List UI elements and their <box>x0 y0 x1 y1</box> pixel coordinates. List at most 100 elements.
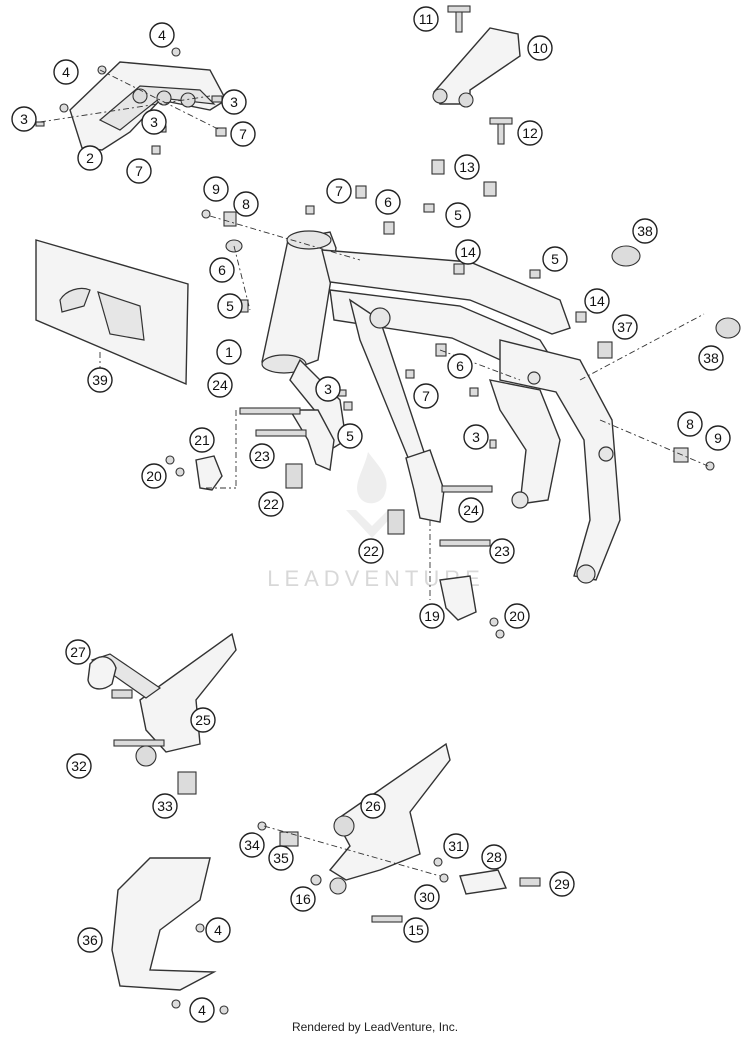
svg-text:23: 23 <box>494 543 510 559</box>
callout-29: 29 <box>549 871 575 897</box>
callout-11: 11 <box>413 6 439 32</box>
svg-text:3: 3 <box>230 94 238 110</box>
svg-text:25: 25 <box>195 712 211 728</box>
callout-15: 15 <box>403 917 429 943</box>
svg-text:38: 38 <box>703 350 719 366</box>
callout-24: 24 <box>458 497 484 523</box>
callout-21: 21 <box>189 427 215 453</box>
svg-text:9: 9 <box>212 181 220 197</box>
svg-text:30: 30 <box>419 889 435 905</box>
callout-9: 9 <box>705 425 731 451</box>
callout-6: 6 <box>447 353 473 379</box>
svg-text:37: 37 <box>617 319 633 335</box>
svg-text:22: 22 <box>263 496 279 512</box>
callout-13: 13 <box>454 154 480 180</box>
svg-text:36: 36 <box>82 932 98 948</box>
rear-bracket[interactable] <box>69 61 227 151</box>
callout-4: 4 <box>205 917 231 943</box>
svg-text:7: 7 <box>335 183 343 199</box>
sticker-sheet[interactable] <box>35 239 189 386</box>
callout-5: 5 <box>445 202 471 228</box>
callout-22: 22 <box>358 538 384 564</box>
callout-39: 39 <box>87 367 113 393</box>
callout-12: 12 <box>517 120 543 146</box>
svg-text:2: 2 <box>86 150 94 166</box>
svg-text:8: 8 <box>242 196 250 212</box>
svg-text:11: 11 <box>419 11 434 27</box>
svg-text:7: 7 <box>135 163 143 179</box>
svg-text:32: 32 <box>71 758 87 774</box>
svg-text:35: 35 <box>273 850 289 866</box>
callout-23: 23 <box>249 443 275 469</box>
callout-7: 7 <box>413 383 439 409</box>
callout-16: 16 <box>290 886 316 912</box>
svg-text:14: 14 <box>460 244 476 260</box>
svg-text:7: 7 <box>422 388 430 404</box>
svg-text:31: 31 <box>448 838 464 854</box>
svg-text:7: 7 <box>239 126 247 142</box>
svg-text:15: 15 <box>408 922 424 938</box>
callout-34: 34 <box>239 832 265 858</box>
svg-text:16: 16 <box>295 891 311 907</box>
callout-28: 28 <box>481 844 507 870</box>
svg-text:23: 23 <box>254 448 270 464</box>
svg-text:5: 5 <box>454 207 462 223</box>
heel-guard[interactable] <box>111 857 229 1015</box>
svg-text:12: 12 <box>522 125 538 141</box>
callout-20: 20 <box>504 603 530 629</box>
footer-credit: Rendered by LeadVenture, Inc. <box>291 1020 459 1034</box>
callout-24: 24 <box>207 372 233 398</box>
svg-text:24: 24 <box>463 502 479 518</box>
right-footrest-hanger[interactable] <box>387 449 505 639</box>
callout-6: 6 <box>209 257 235 283</box>
callout-4: 4 <box>149 22 175 48</box>
callout-35: 35 <box>268 845 294 871</box>
svg-text:34: 34 <box>244 837 260 853</box>
svg-text:5: 5 <box>346 428 354 444</box>
left-rider-footrest[interactable] <box>87 632 237 795</box>
callout-14: 14 <box>584 288 610 314</box>
callout-30: 30 <box>414 884 440 910</box>
callout-22: 22 <box>258 491 284 517</box>
callout-1: 1 <box>216 339 242 365</box>
svg-text:10: 10 <box>532 40 548 56</box>
svg-text:14: 14 <box>589 293 605 309</box>
callout-9: 9 <box>203 176 229 202</box>
callout-10: 10 <box>527 35 553 61</box>
svg-text:3: 3 <box>472 429 480 445</box>
svg-text:26: 26 <box>365 798 381 814</box>
callout-2: 2 <box>77 145 103 171</box>
right-rider-footrest[interactable] <box>257 742 541 923</box>
svg-text:22: 22 <box>363 543 379 559</box>
callout-38: 38 <box>632 218 658 244</box>
callout-7: 7 <box>326 178 352 204</box>
svg-text:3: 3 <box>20 111 28 127</box>
callout-20: 20 <box>141 463 167 489</box>
svg-text:4: 4 <box>214 922 222 938</box>
callout-3: 3 <box>221 89 247 115</box>
callout-27: 27 <box>65 639 91 665</box>
callout-4: 4 <box>189 997 215 1023</box>
svg-text:4: 4 <box>158 27 166 43</box>
callout-23: 23 <box>489 538 515 564</box>
main-frame[interactable] <box>261 230 621 584</box>
svg-text:21: 21 <box>194 432 210 448</box>
svg-text:38: 38 <box>637 223 653 239</box>
callout-14: 14 <box>455 239 481 265</box>
svg-text:13: 13 <box>459 159 475 175</box>
callout-26: 26 <box>360 793 386 819</box>
svg-text:9: 9 <box>714 430 722 446</box>
passenger-footrest-bracket[interactable] <box>432 5 521 145</box>
callout-3: 3 <box>315 376 341 402</box>
callout-31: 31 <box>443 833 469 859</box>
svg-text:20: 20 <box>509 608 525 624</box>
callout-3: 3 <box>11 106 37 132</box>
callout-4: 4 <box>53 59 79 85</box>
callout-36: 36 <box>77 927 103 953</box>
svg-text:6: 6 <box>384 194 392 210</box>
svg-text:6: 6 <box>218 262 226 278</box>
callout-5: 5 <box>542 246 568 272</box>
svg-text:29: 29 <box>554 876 570 892</box>
left-footrest-hanger[interactable] <box>165 407 335 491</box>
